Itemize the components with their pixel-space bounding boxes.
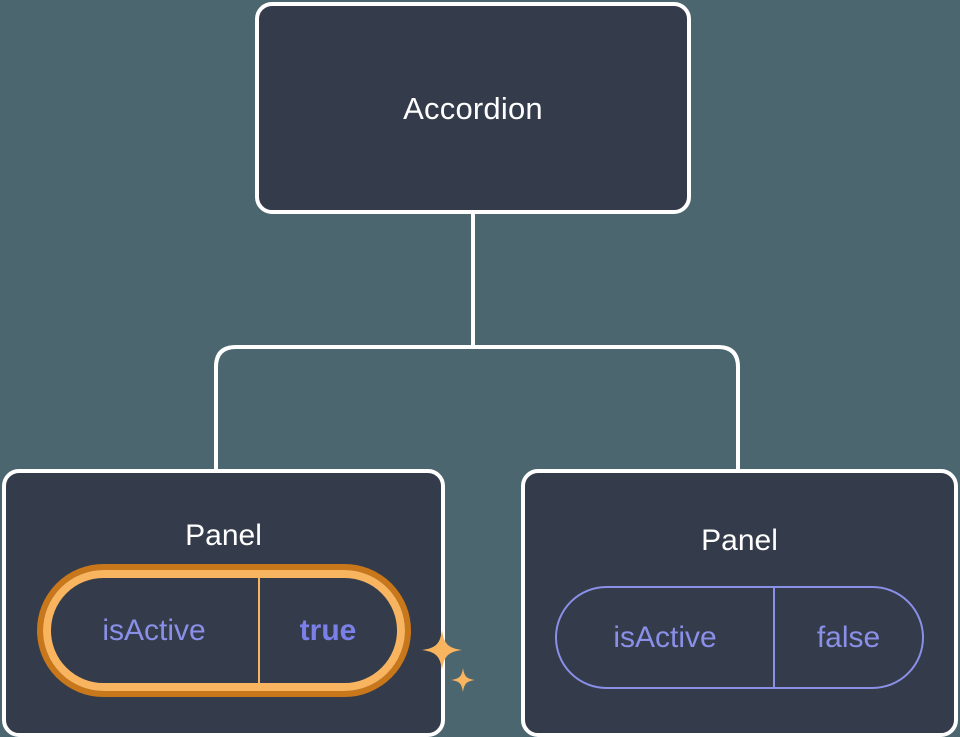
prop-key-label: isActive [613, 620, 717, 654]
sparkles-icon [421, 630, 475, 692]
prop-key-label: isActive [102, 613, 206, 647]
prop-value-label: true [257, 578, 397, 683]
node-accordion-label: Accordion [403, 90, 543, 126]
prop-pill-isactive-false[interactable]: isActive false [555, 586, 924, 689]
edge-to-panel-left [214, 345, 473, 470]
prop-value-label: false [773, 588, 922, 687]
prop-pill-isactive-true[interactable]: isActive true [36, 564, 475, 697]
node-panel-left-label: Panel [185, 519, 262, 552]
prop-pill-highlight-ring: isActive true [42, 570, 405, 691]
node-accordion[interactable]: Accordion [255, 2, 691, 214]
node-panel-left[interactable]: Panel isActive true [2, 469, 475, 737]
edge-to-panel-right [473, 345, 740, 470]
node-panel-right-label: Panel [701, 524, 778, 557]
node-panel-right[interactable]: Panel isActive false [521, 469, 958, 737]
prop-pill-glow-ring [36, 564, 411, 697]
